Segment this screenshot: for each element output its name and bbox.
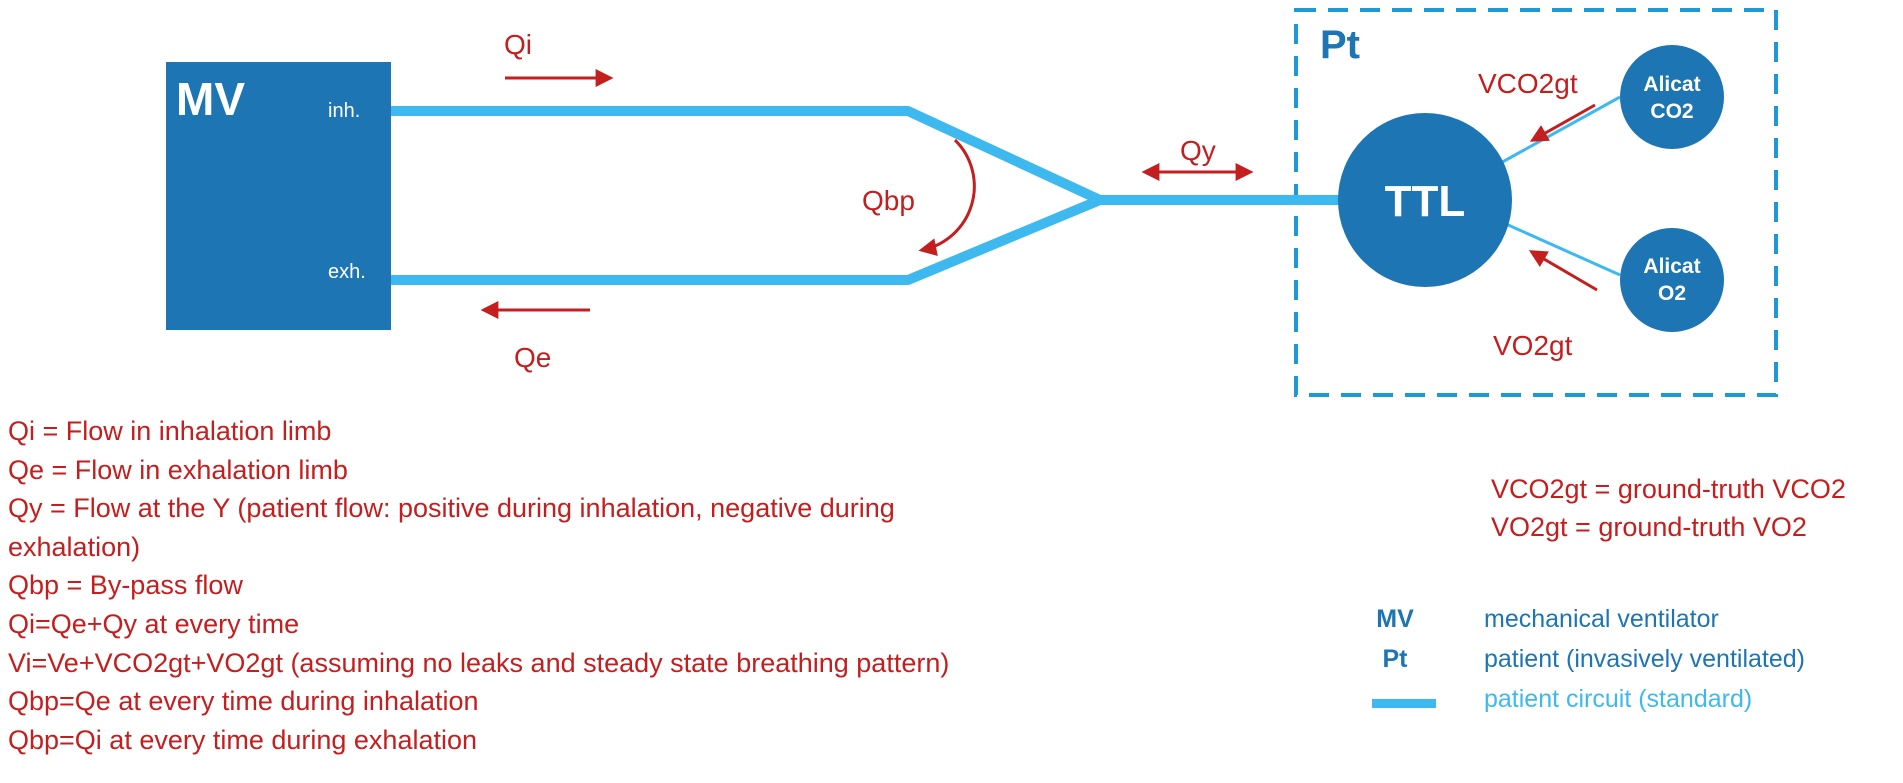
legend-key: MV (1376, 605, 1414, 633)
qbp-arrow (918, 138, 976, 257)
alicat-co2-node (1620, 45, 1724, 149)
ground-truth-list: VCO2gt = ground-truth VCO2 VO2gt = groun… (1491, 470, 1846, 546)
qi-label: Qi (504, 29, 532, 60)
definition-item: Qi=Qe+Qy at every time (8, 608, 300, 639)
definitions-list: Qi = Flow in inhalation limb Qe = Flow i… (8, 412, 949, 759)
circuit-swatch (1372, 699, 1436, 708)
inhalation-limb (387, 106, 1105, 205)
definition-item: Qi = Flow in inhalation limb (8, 416, 332, 446)
qy-label: Qy (1180, 135, 1216, 166)
mv-inh-port: inh. (328, 100, 360, 122)
mv-exh-port: exh. (328, 261, 366, 283)
definition-item: Qbp=Qi at every time during exhalation (8, 724, 478, 755)
alicat-co2-line2: CO2 (1650, 100, 1693, 123)
definition-item: exhalation) (8, 531, 141, 562)
definition-item: Qbp=Qe at every time during inhalation (8, 686, 479, 717)
patient-label: Pt (1320, 23, 1360, 67)
alicat-co2-line1: Alicat (1643, 73, 1700, 96)
ttl-label: TTL (1385, 177, 1466, 226)
alicat-o2-line1: Alicat (1643, 255, 1700, 278)
mv-label: MV (176, 73, 245, 125)
definition-item: Qbp = By-pass flow (8, 570, 243, 601)
mechanical-ventilator (166, 62, 391, 330)
ground-truth-item: VCO2gt = ground-truth VCO2 (1491, 474, 1846, 504)
vco2gt-arrow (1529, 103, 1596, 142)
exhalation-limb (387, 195, 1105, 285)
legend-desc: patient circuit (standard) (1484, 685, 1753, 713)
qbp-label: Qbp (862, 185, 915, 216)
alicat-o2-line2: O2 (1658, 282, 1686, 305)
legend-key: Pt (1382, 645, 1408, 673)
vco2gt-label: VCO2gt (1478, 68, 1578, 99)
alicat-o2-node (1620, 228, 1724, 332)
legend-desc: mechanical ventilator (1484, 605, 1719, 633)
vo2gt-arrow (1528, 250, 1598, 292)
co2-connection (1496, 95, 1621, 167)
definition-item: Qe = Flow in exhalation limb (8, 454, 348, 485)
definition-item: Qy = Flow at the Y (patient flow: positi… (8, 493, 895, 524)
qe-label: Qe (514, 342, 551, 373)
ground-truth-item: VO2gt = ground-truth VO2 (1491, 512, 1807, 542)
ttl-node (1338, 113, 1512, 287)
vo2gt-label: VO2gt (1493, 330, 1573, 361)
definition-item: Vi=Ve+VCO2gt+VO2gt (assuming no leaks an… (8, 647, 950, 678)
legend-desc: patient (invasively ventilated) (1484, 645, 1805, 673)
patient-circuit (387, 106, 1350, 285)
o2-connection (1496, 218, 1621, 277)
